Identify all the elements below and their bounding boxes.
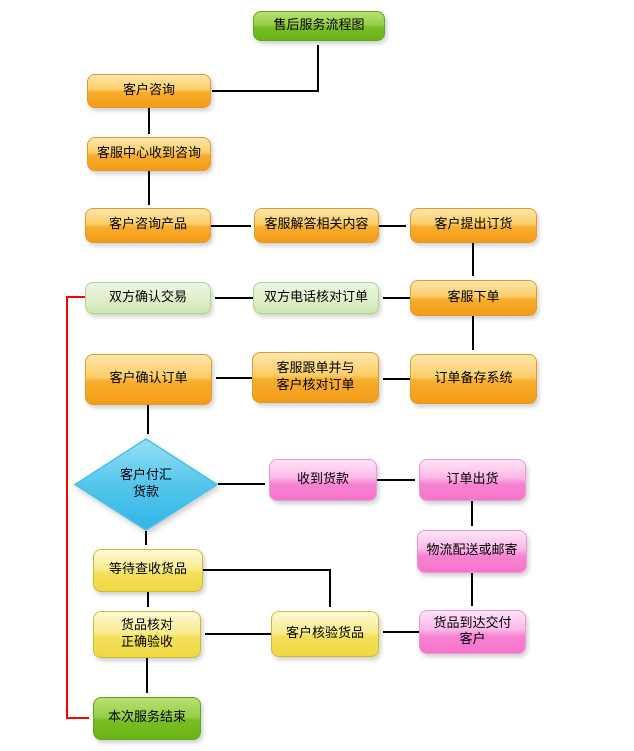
node-customer-asks-product: 客户咨询产品 [85, 208, 211, 243]
node-goods-check-accept: 货品核对 正确验收 [93, 611, 201, 658]
node-payment-received: 收到货款 [269, 459, 377, 501]
node-label: 订单备存系统 [434, 370, 513, 386]
node-label: 物流配送或邮寄 [426, 543, 518, 559]
flow-arrow [203, 569, 331, 607]
node-label: 双方电话核对订单 [263, 289, 368, 305]
node-service-place-order: 客服下单 [410, 280, 537, 316]
node-both-confirm-deal: 双方确认交易 [85, 282, 211, 314]
node-phone-verify-order: 双方电话核对订单 [253, 282, 379, 314]
node-label: 客户咨询产品 [108, 217, 187, 233]
node-goods-arrive: 货品到达交付 客户 [419, 610, 526, 654]
node-label: 货品到达交付 客户 [433, 615, 512, 647]
node-label: 售后服务流程图 [273, 17, 365, 33]
node-label: 客服跟单并与 客户核对订单 [276, 361, 355, 393]
node-label: 客户确认订单 [109, 371, 188, 387]
node-label: 订单出货 [446, 471, 499, 487]
node-wait-receive-goods: 等待查收货品 [93, 549, 203, 592]
node-logistics-delivery: 物流配送或邮寄 [417, 530, 527, 573]
node-label: 客户提出订货 [434, 217, 513, 233]
flow-arrow-inquiry-to-title [212, 45, 319, 92]
node-order-shipped: 订单出货 [419, 459, 526, 501]
node-service-answers: 客服解答相关内容 [254, 208, 379, 243]
node-label: 本次服务结束 [107, 710, 186, 726]
node-label: 等待查收货品 [108, 562, 187, 578]
node-label: 客服解答相关内容 [264, 217, 369, 233]
node-service-center-receives: 客服中心收到咨询 [87, 137, 211, 171]
node-label: 货品核对 正确验收 [120, 618, 173, 650]
node-customer-orders: 客户提出订货 [410, 208, 537, 243]
node-title: 售后服务流程图 [253, 11, 385, 41]
node-customer-confirm-order: 客户确认订单 [85, 354, 212, 405]
node-service-end: 本次服务结束 [93, 697, 201, 740]
node-label: 客服下单 [447, 289, 500, 305]
node-service-follow-up: 客服跟单并与 客户核对订单 [252, 352, 379, 403]
node-customer-inquiry: 客户咨询 [87, 74, 211, 108]
node-label: 双方确认交易 [108, 289, 187, 305]
node-order-backup-system: 订单备存系统 [410, 354, 537, 404]
node-label: 客户付汇 货款 [119, 468, 172, 500]
decision-diamond-shape [73, 438, 219, 531]
node-label: 客户核验货品 [285, 625, 364, 641]
node-label: 客服中心收到咨询 [96, 145, 201, 161]
node-label: 收到货款 [296, 471, 349, 487]
node-label: 客户咨询 [122, 82, 175, 98]
node-customer-verify-goods: 客户核验货品 [271, 611, 379, 657]
node-customer-pays-decision: 客户付汇 货款 [73, 438, 219, 531]
